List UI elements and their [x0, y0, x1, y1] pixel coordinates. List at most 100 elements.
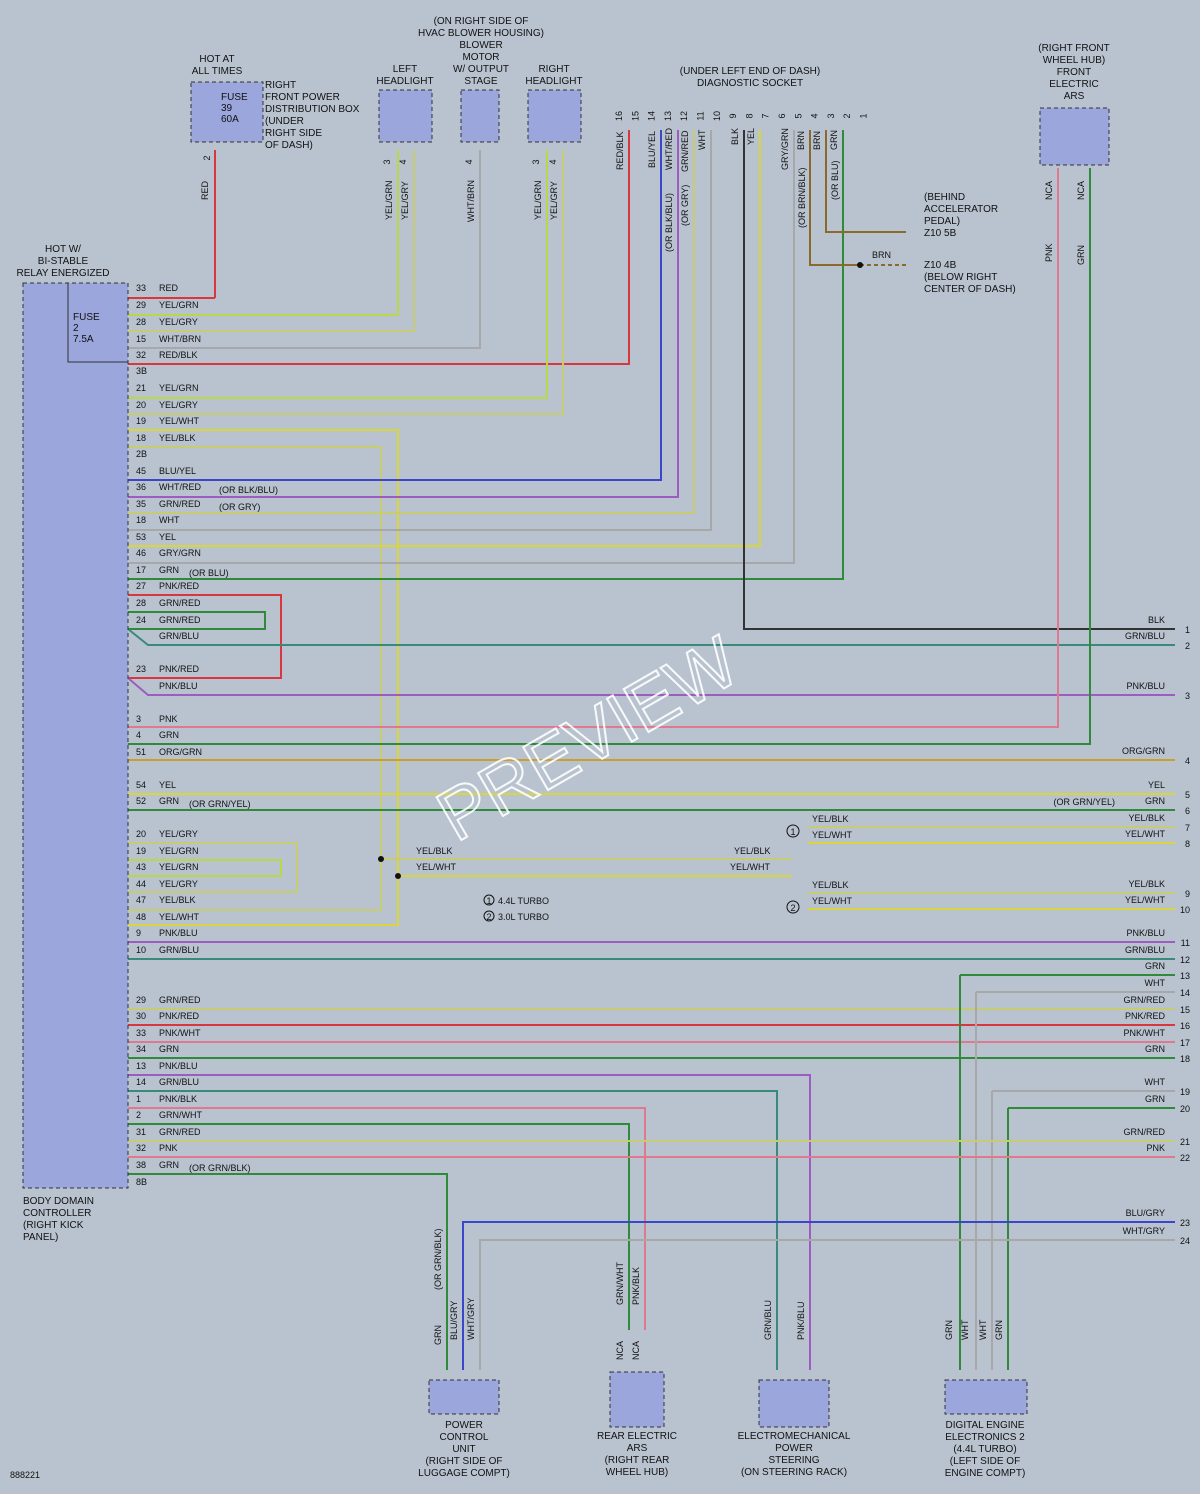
fusebox-hot-label: ALL TIMES — [192, 66, 243, 77]
bdc-wire-label: PNK — [159, 1143, 178, 1153]
output-number: 17 — [1180, 1038, 1190, 1048]
blower-label: MOTOR — [462, 52, 499, 63]
wire-label: YEL/GRN — [533, 180, 543, 220]
ground-dash-label: (BELOW RIGHT — [924, 272, 997, 283]
bdc-wire-label: YEL/GRN — [159, 862, 199, 872]
wire-label: BLU/YEL — [647, 131, 657, 168]
bdc-wire-label: WHT/RED — [159, 482, 201, 492]
bdc-wire-label: GRN/RED — [159, 598, 201, 608]
wire-label: WHT/BRN — [466, 180, 476, 222]
legend-text: 3.0L TURBO — [498, 912, 549, 922]
bdc-name-label: CONTROLLER — [23, 1208, 91, 1219]
front-ars-label: ELECTRIC — [1049, 79, 1098, 90]
output-wire-label: YEL/BLK — [1128, 813, 1165, 823]
bdc-fuse-label: 2 — [73, 323, 79, 334]
wire-label: WHT — [697, 129, 707, 150]
left-headlight — [378, 89, 433, 143]
wire — [128, 150, 548, 399]
splice-dot — [395, 873, 401, 879]
ground-splice — [857, 262, 863, 268]
diag-pin: 13 — [663, 111, 673, 121]
bdc-pin-number: 34 — [136, 1044, 146, 1054]
wire-label: NCA — [1044, 181, 1054, 200]
splice-label: YEL/WHT — [730, 862, 771, 872]
bdc-wire-label: GRN — [159, 1160, 179, 1170]
eps-label: (ON STEERING RACK) — [741, 1467, 847, 1478]
dme-2 — [944, 1379, 1028, 1415]
bdc-pin-number: 14 — [136, 1077, 146, 1087]
wire — [128, 1173, 448, 1370]
bdc-wire-label: YEL/BLK — [159, 433, 196, 443]
blower-label: W/ OUTPUT — [453, 64, 509, 75]
rear-electric-ars — [609, 1371, 665, 1428]
wire — [128, 150, 415, 332]
wire — [128, 1090, 778, 1370]
wire — [128, 130, 695, 514]
pcu-label: LUGGAGE COMPT) — [418, 1468, 510, 1479]
output-wire-label: YEL/WHT — [1125, 895, 1166, 905]
bdc-wire-label: GRN — [159, 1044, 179, 1054]
wire — [825, 130, 906, 233]
variant-label: YEL/WHT — [812, 896, 853, 906]
bdc-pin-number: 18 — [136, 433, 146, 443]
output-wire-label: PNK — [1146, 1143, 1165, 1153]
bdc-wire-label: PNK/BLU — [159, 928, 198, 938]
wire — [128, 150, 564, 415]
pin: 3 — [382, 159, 392, 164]
front-ars-label: WHEEL HUB) — [1043, 55, 1105, 66]
eps-label: POWER — [775, 1443, 813, 1454]
bdc-wire-label: YEL/GRY — [159, 400, 198, 410]
diag-pin: 7 — [761, 113, 771, 118]
wire — [128, 130, 795, 564]
bdc-pin-number: 20 — [136, 829, 146, 839]
output-wire-label: WHT — [1145, 978, 1166, 988]
variant-mark — [786, 900, 800, 914]
bdc-pin-number: 36 — [136, 482, 146, 492]
bdc-wire-label: PNK/RED — [159, 1011, 200, 1021]
bdc-pin-number: 21 — [136, 383, 146, 393]
bdc-pin-number: 43 — [136, 862, 146, 872]
output-wire-label: BLK — [1148, 615, 1165, 625]
bdc-wire-label: YEL/BLK — [159, 895, 196, 905]
legend-mark — [483, 910, 495, 922]
bdc-pin-number: 19 — [136, 416, 146, 426]
yel-blk-wire — [128, 446, 382, 911]
pcu-label: CONTROL — [440, 1432, 489, 1443]
pin: 4 — [464, 159, 474, 164]
diag-socket-label: (UNDER LEFT END OF DASH) — [680, 66, 820, 77]
bdc-pin-number: 18 — [136, 515, 146, 525]
output-wire-label: YEL/BLK — [1128, 879, 1165, 889]
label: NCA — [615, 1341, 625, 1360]
wire-label: GRN — [829, 130, 839, 150]
output-wire-label: YEL/WHT — [1125, 829, 1166, 839]
wire — [743, 130, 1175, 630]
bdc-pin-number: 13 — [136, 1061, 146, 1071]
label: GRN/WHT — [615, 1262, 625, 1305]
bdc-pin-number: 4 — [136, 730, 141, 740]
bdc-pin-number: 30 — [136, 1011, 146, 1021]
bdc-wire-label: GRN/RED — [159, 499, 201, 509]
variant-label: YEL/BLK — [812, 880, 849, 890]
grn-blu-wire — [127, 628, 1175, 646]
bdc-pin-number: 15 — [136, 334, 146, 344]
wire-label: WHT/RED — [664, 128, 674, 170]
bdc-pin-number: 46 — [136, 548, 146, 558]
dme-label: (LEFT SIDE OF — [950, 1456, 1020, 1467]
wire-label: GRN/RED — [680, 130, 690, 172]
wire-label: BRN — [812, 131, 822, 150]
bdc-wire-label: YEL/WHT — [159, 912, 200, 922]
wire-label: (OR BLK/BLU) — [664, 193, 674, 252]
bdc-pin-number: 2B — [136, 449, 147, 459]
wire-label: GRY/GRN — [780, 128, 790, 170]
bdc-fuse-label: FUSE — [73, 312, 100, 323]
output-number: 12 — [1180, 955, 1190, 965]
fusebox-desc-label: DISTRIBUTION BOX — [265, 104, 360, 115]
output-number: 23 — [1180, 1218, 1190, 1228]
ground-accel-label: ACCELERATOR — [924, 204, 998, 215]
bdc-wire-label: WHT — [159, 515, 180, 525]
ground-dash-label: CENTER OF DASH) — [924, 284, 1016, 295]
output-number: 22 — [1180, 1153, 1190, 1163]
wire-label: GRN — [1076, 245, 1086, 265]
bdc-pin-number: 27 — [136, 581, 146, 591]
output-number: 15 — [1180, 1005, 1190, 1015]
